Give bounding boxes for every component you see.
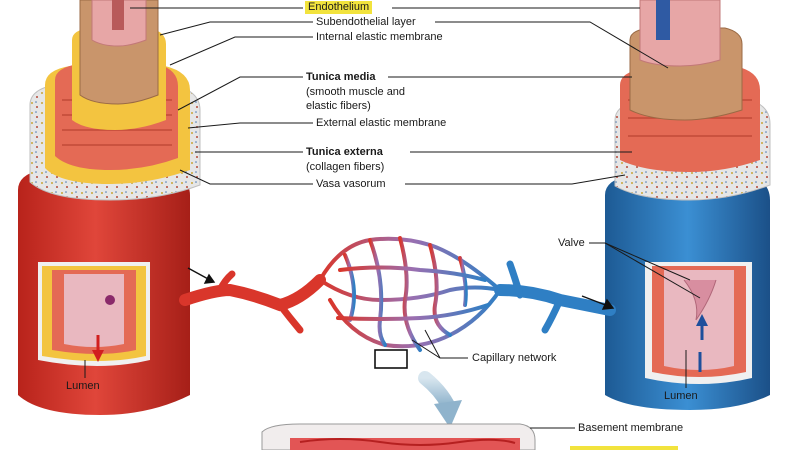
label-tunica-externa: Tunica externa [306, 146, 383, 158]
label-lumen-vein: Lumen [664, 390, 698, 402]
capillary-network [179, 236, 616, 428]
capillary-cross-section [261, 423, 678, 450]
label-basement-membrane: Basement membrane [578, 422, 684, 434]
label-capillary-network: Capillary network [472, 352, 557, 364]
label-subendothelial-layer: Subendothelial layer [316, 16, 416, 28]
label-tunica-media: Tunica media [306, 71, 376, 83]
flow-arrows [187, 267, 615, 310]
vein [605, 0, 771, 410]
leader-lines [84, 7, 701, 429]
label-endothelium: Endothelium [305, 1, 373, 14]
label-tunica-media-detail-2: elastic fibers) [306, 100, 371, 112]
label-external-elastic-membrane: External elastic membrane [316, 117, 447, 129]
artery [18, 0, 201, 415]
label-vasa-vasorum: Vasa vasorum [316, 178, 386, 190]
label-lumen-artery: Lumen [66, 380, 100, 392]
label-tunica-media-detail-1: (smooth muscle and [306, 86, 406, 98]
label-valve: Valve [558, 237, 585, 249]
label-internal-elastic-membrane: Internal elastic membrane [316, 31, 443, 43]
label-tunica-externa-detail: (collagen fibers) [306, 161, 385, 173]
